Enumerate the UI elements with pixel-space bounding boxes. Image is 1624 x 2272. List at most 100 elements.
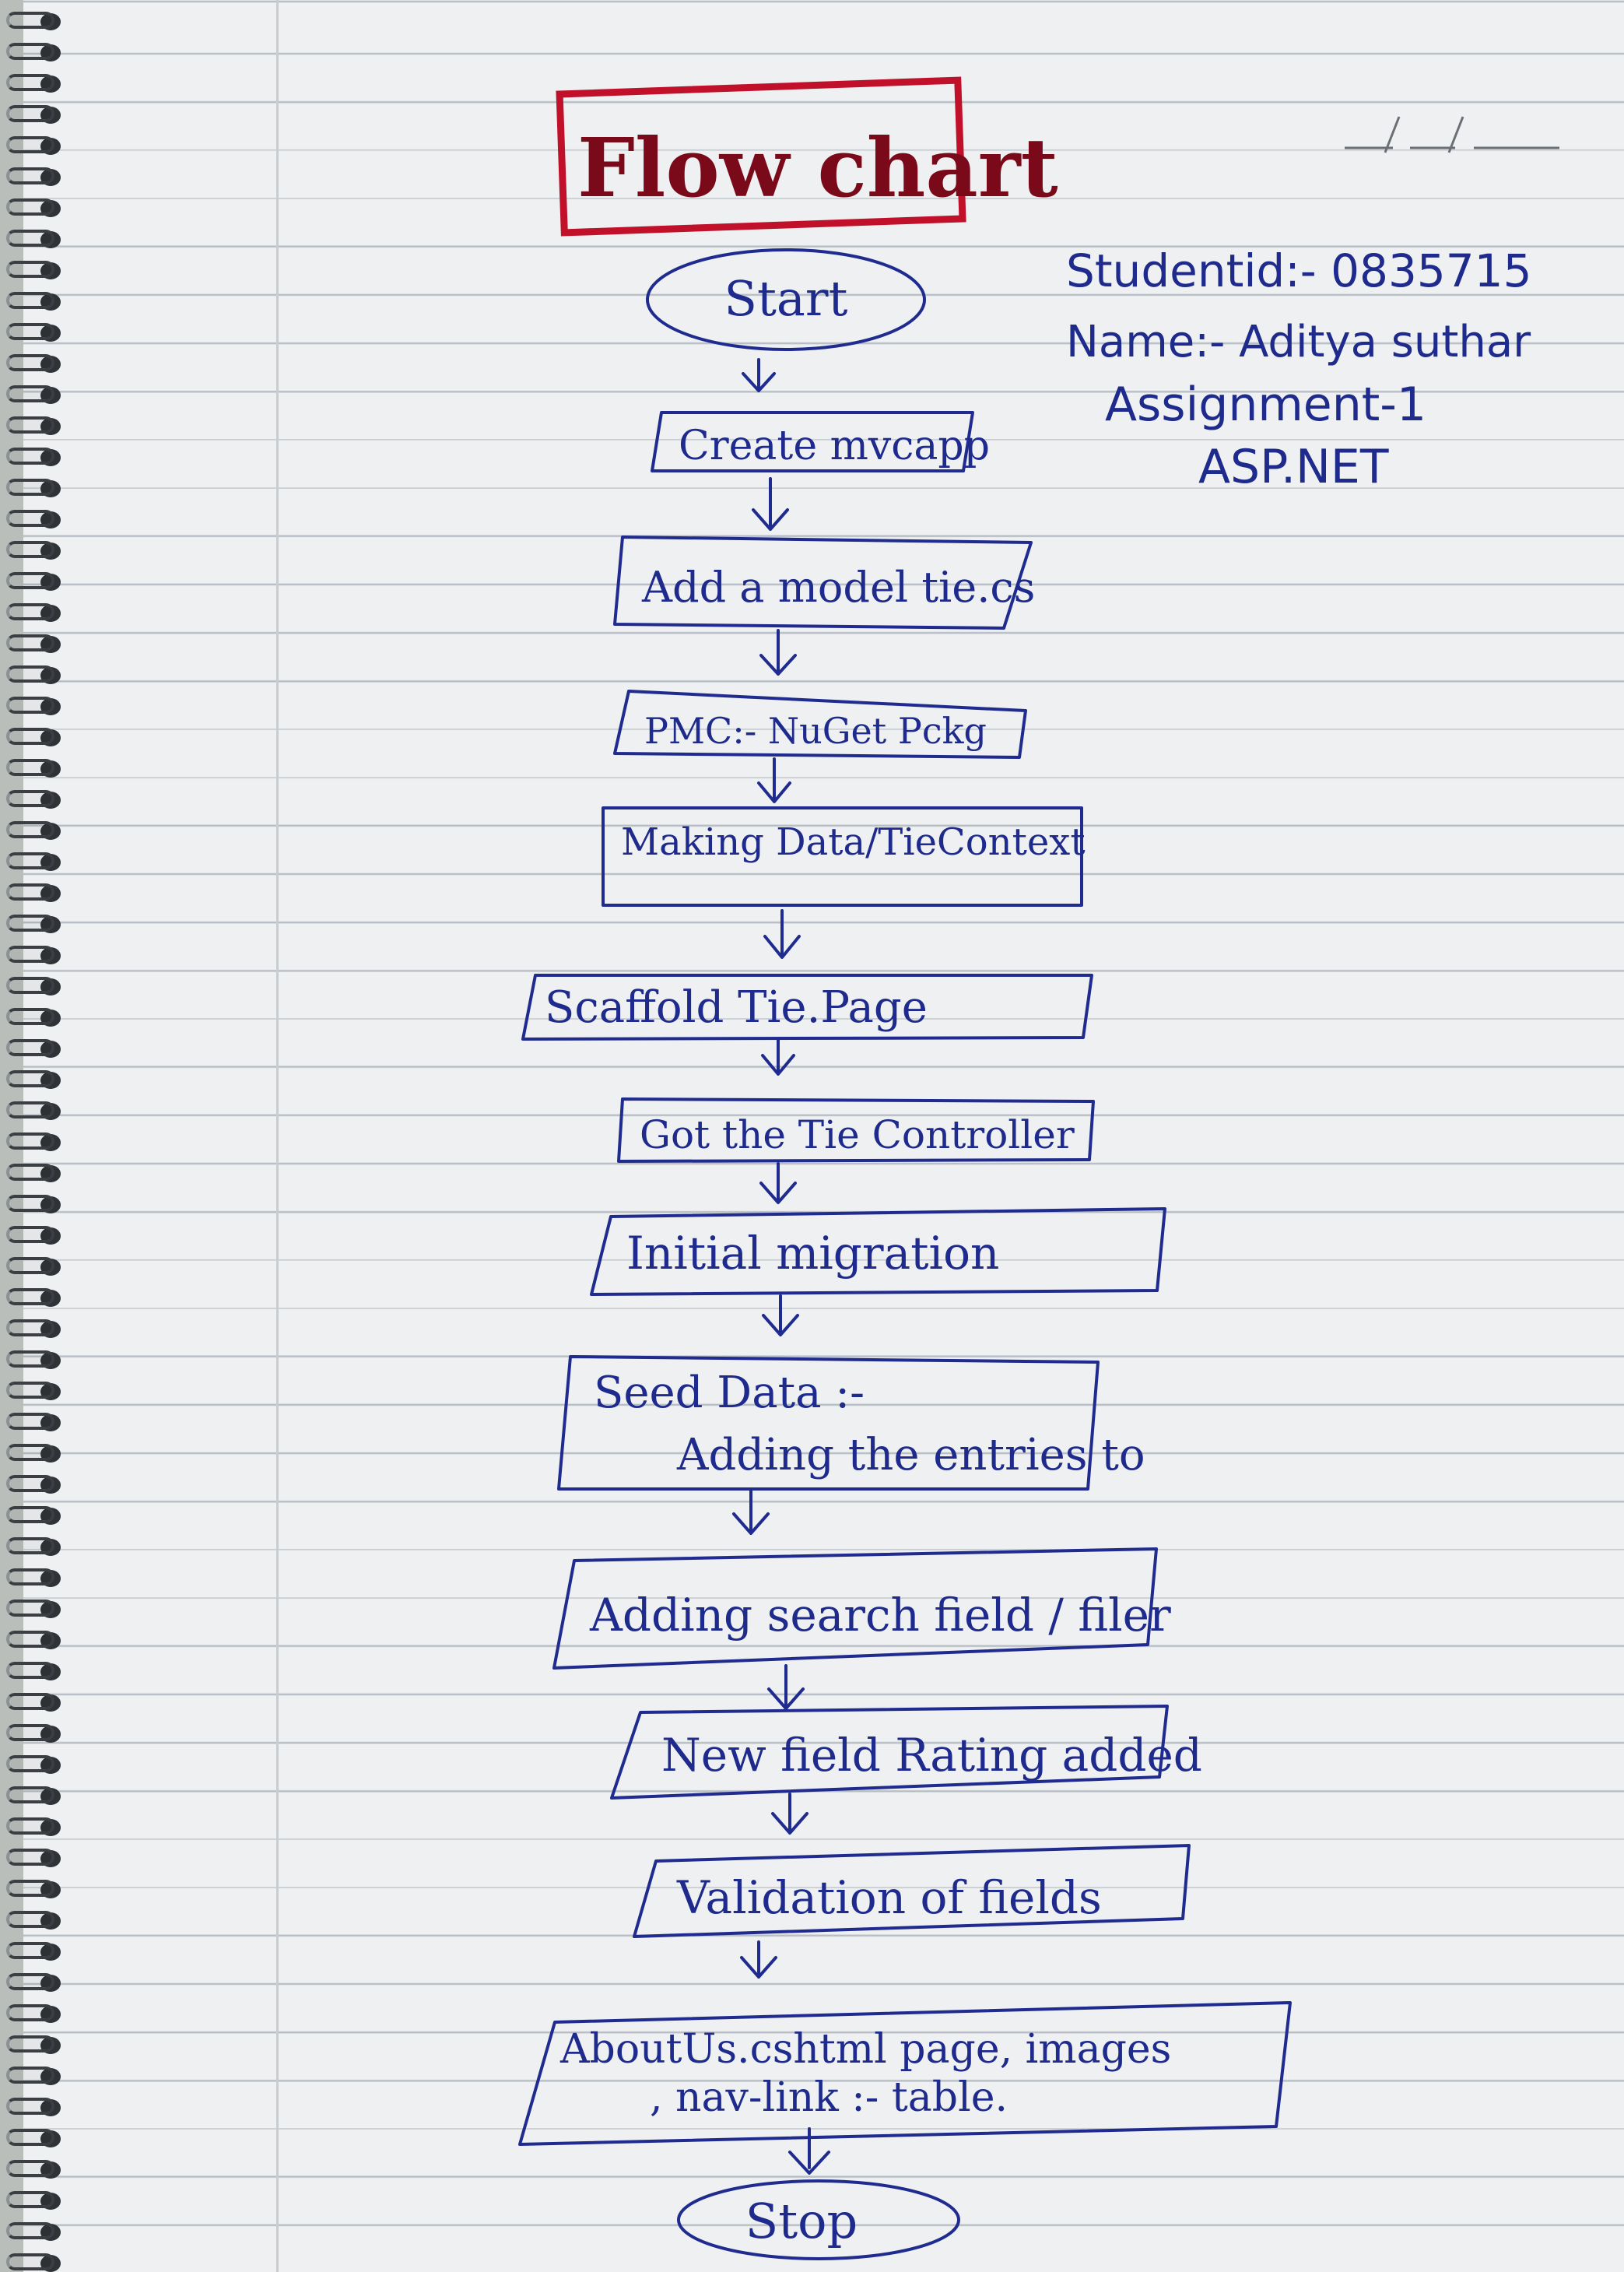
start-node: Start (646, 248, 926, 351)
spiral-ring (6, 1600, 54, 1617)
step-rating: New field Rating added (610, 1705, 1202, 1800)
arrow-3 (759, 629, 797, 676)
spiral-ring (6, 1880, 54, 1897)
spiral-ring (6, 1911, 54, 1928)
spiral-ring (6, 697, 54, 714)
course-text: ASP.NET (1198, 440, 1389, 494)
spiral-ring (6, 167, 54, 184)
spiral-ring (6, 105, 54, 122)
spiral-ring (6, 385, 54, 402)
arrow-9 (732, 1489, 770, 1535)
spiral-ring (6, 1475, 54, 1492)
step-label: AboutUs.cshtml page, images (559, 2026, 1171, 2073)
spiral-ring (6, 1662, 54, 1679)
arrow-7 (759, 1162, 797, 1204)
spiral-ring (6, 136, 54, 153)
stop-node: Stop (677, 2179, 960, 2260)
spiral-ring (6, 634, 54, 651)
spiral-ring (6, 1101, 54, 1118)
spiral-ring (6, 821, 54, 838)
spiral-ring (6, 74, 54, 91)
spiral-ring (6, 1693, 54, 1710)
spiral-ring (6, 1942, 54, 1959)
spiral-ring (6, 2191, 54, 2208)
spiral-ring (6, 1631, 54, 1648)
spiral-ring (6, 977, 54, 994)
spiral-ring (6, 1382, 54, 1399)
spiral-ring (6, 572, 54, 589)
spiral-ring (6, 1132, 54, 1150)
arrow-6 (761, 1038, 795, 1076)
stop-label: Stop (745, 2193, 858, 2249)
spiral-ring (6, 323, 54, 340)
spiral-ring (6, 1817, 54, 1835)
step-label: Add a model tie.cs (641, 563, 1035, 612)
spiral-ring (6, 1288, 54, 1305)
spiral-ring (6, 1039, 54, 1056)
spiral-ring (6, 198, 54, 216)
arrow-13 (788, 2127, 830, 2175)
spiral-ring (6, 1537, 54, 1554)
arrow-12 (740, 1940, 777, 1979)
spiral-ring (6, 603, 54, 620)
spiral-ring (6, 759, 54, 776)
step-add-model: Add a model tie.cs (613, 536, 1035, 630)
spiral-ring (6, 1724, 54, 1741)
assignment-text: Assignment-1 (1105, 377, 1426, 432)
spiral-ring (6, 1755, 54, 1772)
arrow-4 (757, 757, 791, 803)
spiral-ring (6, 1257, 54, 1274)
spiral-ring (6, 2098, 54, 2115)
step-making-context: Making Data/TieContext (602, 806, 1086, 907)
spiral-ring (6, 1506, 54, 1523)
step-label: Got the Tie Controller (640, 1112, 1075, 1157)
spiral-ring (6, 43, 54, 60)
spiral-ring (6, 728, 54, 745)
spiral-ring (6, 2004, 54, 2021)
spiral-ring (6, 12, 54, 29)
spiral-ring (6, 2222, 54, 2239)
spiral-ring (6, 1008, 54, 1025)
step-search-field: Adding search field / filer (552, 1547, 1171, 1670)
arrow-1 (742, 358, 776, 392)
spiral-ring (6, 946, 54, 963)
spiral-ring (6, 2160, 54, 2177)
arrow-2 (752, 477, 789, 531)
spiral-ring (6, 261, 54, 278)
step-validation: Validation of fields (633, 1844, 1191, 1938)
step-create-app: Create mvcapp (651, 411, 990, 472)
step-about-page: AboutUs.cshtml page, images , nav-link :… (518, 2001, 1292, 2146)
margin-line (276, 0, 279, 2272)
spiral-ring (6, 1413, 54, 1430)
step-label: Validation of fields (676, 1871, 1102, 1924)
spiral-ring (6, 1226, 54, 1243)
step-migration: Initial migration (590, 1207, 1166, 1296)
arrow-10 (767, 1664, 805, 1710)
spiral-ring (6, 2067, 54, 2084)
arrow-8 (762, 1294, 799, 1336)
step-label: Initial migration (626, 1227, 999, 1280)
spiral-ring (6, 1350, 54, 1368)
spiral-ring (6, 2253, 54, 2270)
spiral-ring (6, 479, 54, 496)
spiral-ring (6, 1164, 54, 1181)
step-label: Create mvcapp (679, 423, 990, 469)
spiral-ring (6, 1849, 54, 1866)
spiral-ring (6, 790, 54, 807)
arrow-11 (771, 1793, 808, 1835)
spiral-ring (6, 1444, 54, 1461)
spiral-binding (0, 0, 70, 2272)
page-title: Flow chart (577, 120, 1058, 216)
spiral-ring (6, 1973, 54, 1990)
student-id-text: Studentid:- 0835715 (1066, 244, 1531, 297)
step-label: Seed Data :- (594, 1368, 865, 1418)
title-box: Flow chart (556, 76, 1058, 237)
spiral-ring (6, 510, 54, 527)
spiral-ring (6, 448, 54, 465)
spiral-ring (6, 2035, 54, 2053)
spiral-ring (6, 665, 54, 683)
step-label: , nav-link :- table. (650, 2074, 1008, 2121)
step-nuget: PMC:- NuGet Pckg (613, 690, 1027, 759)
spiral-ring (6, 1786, 54, 1803)
